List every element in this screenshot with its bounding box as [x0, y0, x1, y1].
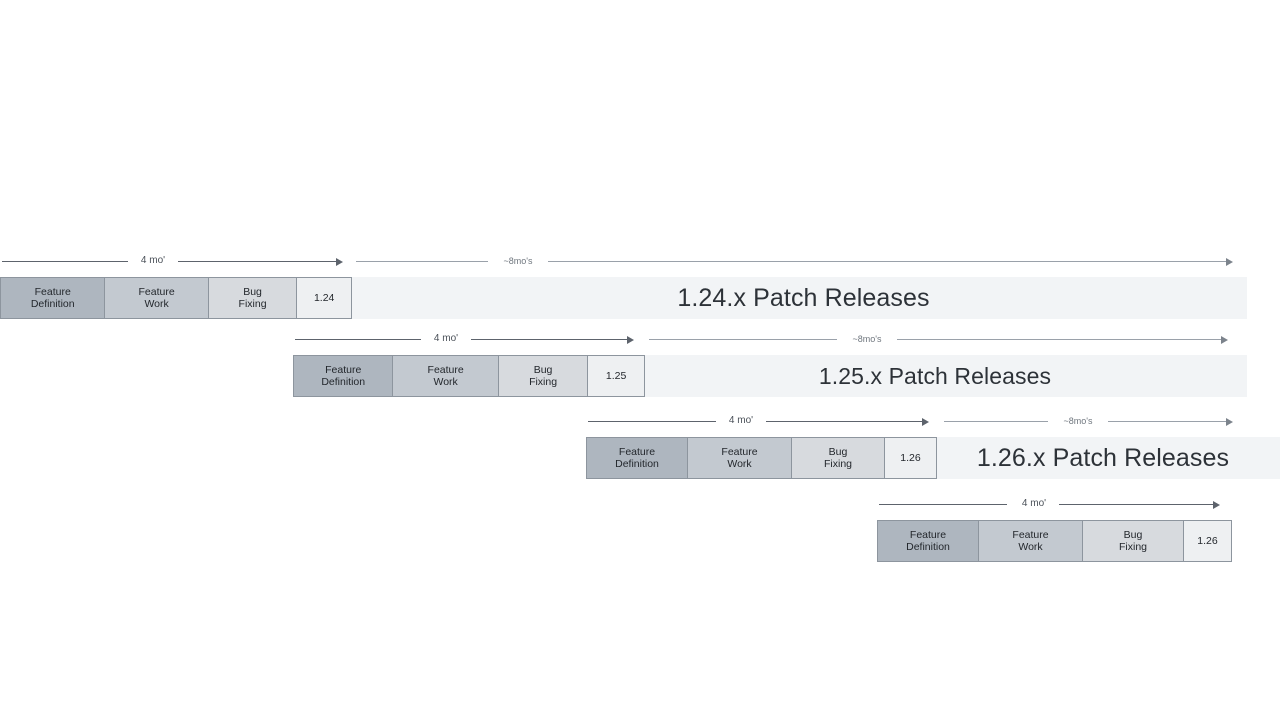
- version-label: 1.26: [1197, 534, 1218, 547]
- phase-label-line2: Work: [727, 458, 752, 470]
- phase-feature-work-126[interactable]: Feature Work: [688, 438, 792, 478]
- phase-label-line1: Feature: [721, 445, 758, 458]
- phase-bug-fixing-124[interactable]: Bug Fixing: [208, 278, 298, 318]
- phase-label-line1: Feature: [138, 285, 175, 298]
- phase-bar-124: Feature Definition Feature Work Bug Fixi…: [0, 277, 352, 319]
- patch-duration-label-126: ~8mo's: [1063, 416, 1093, 426]
- phase-bug-fixing-126[interactable]: Bug Fixing: [792, 438, 885, 478]
- phase-label-line2: Definition: [321, 376, 366, 388]
- dev-duration-label-125: 4 mo': [433, 333, 459, 344]
- measure-line-right: [471, 339, 629, 340]
- phase-feature-definition-127[interactable]: Feature Definition: [878, 521, 979, 561]
- measure-line-left: [588, 421, 716, 422]
- phase-feature-work-127[interactable]: Feature Work: [979, 521, 1083, 561]
- arrow-head-icon: [1221, 335, 1228, 344]
- arrow-head-icon: [627, 335, 634, 344]
- phase-feature-definition-124[interactable]: Feature Definition: [1, 278, 106, 318]
- measure-line-left: [2, 261, 128, 262]
- phase-feature-definition-125[interactable]: Feature Definition: [294, 356, 394, 396]
- phase-label-line2: Fixing: [238, 298, 267, 310]
- phase-label-line1: Bug: [1123, 528, 1143, 541]
- phase-label-line2: Fixing: [823, 458, 852, 470]
- phase-bar-126: Feature Definition Feature Work Bug Fixi…: [586, 437, 937, 479]
- measure-line-left: [649, 339, 837, 340]
- phase-bug-fixing-127[interactable]: Bug Fixing: [1083, 521, 1184, 561]
- dev-duration-measure-124: 4 mo': [0, 252, 350, 270]
- measure-line-right: [897, 339, 1223, 340]
- phase-bar-127: Feature Definition Feature Work Bug Fixi…: [877, 520, 1232, 562]
- patch-duration-measure-125: ~8mo's: [645, 330, 1241, 348]
- phase-label-line1: Bug: [828, 445, 848, 458]
- arrow-head-icon: [1226, 257, 1233, 266]
- dev-duration-label-127: 4 mo': [1021, 498, 1047, 509]
- measure-line-left: [944, 421, 1048, 422]
- dev-duration-measure-127: 4 mo': [877, 495, 1227, 513]
- measure-line-right: [548, 261, 1228, 262]
- phase-label-line1: Feature: [325, 363, 362, 376]
- phase-label-line1: Feature: [34, 285, 71, 298]
- phase-label-line2: Definition: [906, 541, 950, 553]
- phase-label-line1: Feature: [618, 445, 656, 458]
- measure-line-right: [178, 261, 338, 262]
- version-label: 1.25: [605, 369, 627, 382]
- patch-band-label-126: 1.26.x Patch Releases: [976, 443, 1230, 472]
- phase-label-line1: Feature: [1012, 528, 1049, 541]
- dev-duration-label-124: 4 mo': [140, 255, 166, 266]
- phase-version-cut-127[interactable]: 1.26: [1184, 521, 1231, 561]
- phase-bug-fixing-125[interactable]: Bug Fixing: [498, 356, 589, 396]
- phase-label-line1: Feature: [909, 528, 947, 541]
- phase-label-line2: Work: [144, 298, 169, 310]
- phase-feature-definition-126[interactable]: Feature Definition: [587, 438, 688, 478]
- phase-version-cut-125[interactable]: 1.25: [588, 356, 644, 396]
- measure-line-right: [766, 421, 924, 422]
- version-label: 1.24: [313, 291, 335, 304]
- phase-label-line1: Feature: [427, 363, 464, 376]
- phase-label-line2: Work: [1018, 541, 1043, 553]
- phase-label-line2: Definition: [615, 458, 659, 470]
- phase-feature-work-125[interactable]: Feature Work: [393, 356, 499, 396]
- version-label: 1.26: [900, 451, 921, 464]
- measure-line-left: [356, 261, 488, 262]
- arrow-head-icon: [336, 257, 343, 266]
- dev-duration-label-126: 4 mo': [728, 415, 754, 426]
- phase-label-line2: Fixing: [529, 376, 558, 388]
- patch-duration-label-125: ~8mo's: [852, 334, 882, 344]
- patch-duration-measure-124: ~8mo's: [352, 252, 1242, 270]
- dev-duration-measure-126: 4 mo': [586, 412, 936, 430]
- phase-label-line2: Work: [433, 376, 458, 388]
- phase-label-line1: Bug: [533, 363, 553, 376]
- phase-label-line2: Fixing: [1118, 541, 1147, 553]
- patch-duration-label-124: ~8mo's: [503, 256, 533, 266]
- measure-line-left: [879, 504, 1007, 505]
- patch-duration-measure-126: ~8mo's: [940, 412, 1240, 430]
- phase-bar-125: Feature Definition Feature Work Bug Fixi…: [293, 355, 645, 397]
- measure-line-left: [295, 339, 421, 340]
- dev-duration-measure-125: 4 mo': [293, 330, 641, 348]
- phase-label-line2: Definition: [30, 298, 75, 310]
- phase-version-cut-124[interactable]: 1.24: [297, 278, 351, 318]
- measure-line-right: [1059, 504, 1215, 505]
- arrow-head-icon: [1213, 500, 1220, 509]
- phase-label-line1: Bug: [243, 285, 262, 298]
- arrow-head-icon: [1226, 417, 1233, 426]
- arrow-head-icon: [922, 417, 929, 426]
- phase-feature-work-124[interactable]: Feature Work: [105, 278, 209, 318]
- patch-band-label-125: 1.25.x Patch Releases: [818, 362, 1052, 389]
- patch-band-label-124: 1.24.x Patch Releases: [677, 283, 930, 312]
- phase-version-cut-126[interactable]: 1.26: [885, 438, 936, 478]
- measure-line-right: [1108, 421, 1228, 422]
